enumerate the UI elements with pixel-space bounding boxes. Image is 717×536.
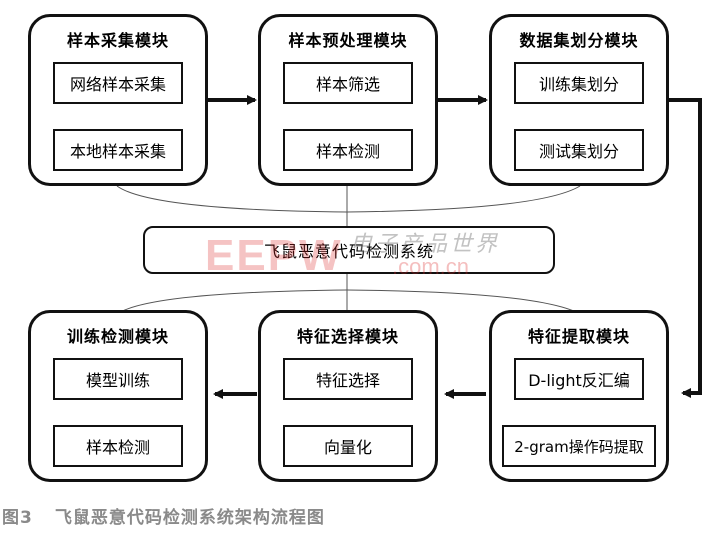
- module-feature-extraction: 特征提取模块 D-light反汇编 2-gram操作码提取: [489, 310, 669, 482]
- module-title: 特征选择模块: [296, 327, 399, 346]
- watermark-url: .com.cn: [392, 254, 470, 279]
- figure-number: 图3: [2, 508, 33, 528]
- figure-title: 飞鼠恶意代码检测系统架构流程图: [54, 508, 325, 528]
- watermark-cn: 电子产品世界: [350, 232, 501, 257]
- module-item: D-light反汇编: [514, 358, 644, 400]
- module-item: 样本检测: [53, 425, 183, 467]
- module-title: 训练检测模块: [66, 327, 169, 346]
- module-item: 向量化: [283, 425, 413, 467]
- arrow-split-to-extract: [669, 98, 702, 398]
- module-item: 训练集划分: [514, 62, 644, 104]
- watermark-logo: EEPW: [205, 231, 343, 280]
- module-title: 样本预处理模块: [288, 31, 408, 50]
- system-box: 飞鼠恶意代码检测系统: [143, 226, 555, 274]
- module-item: 2-gram操作码提取: [502, 425, 656, 467]
- flow-arrows: [207, 95, 702, 399]
- module-item: 模型训练: [53, 358, 183, 400]
- module-item: 样本检测: [283, 129, 413, 171]
- module-item: 网络样本采集: [53, 62, 183, 104]
- module-item: 本地样本采集: [53, 129, 183, 171]
- module-title: 数据集划分模块: [519, 31, 639, 50]
- module-feature-selection: 特征选择模块 特征选择 向量化: [258, 310, 438, 482]
- module-item: 样本筛选: [283, 62, 413, 104]
- module-item: 测试集划分: [514, 129, 644, 171]
- brace-lines: [116, 185, 581, 315]
- figure-caption: 图3 飞鼠恶意代码检测系统架构流程图: [2, 503, 325, 528]
- module-preprocessing: 样本预处理模块 样本筛选 样本检测: [258, 14, 438, 186]
- module-training-detection: 训练检测模块 模型训练 样本检测: [28, 310, 208, 482]
- module-dataset-split: 数据集划分模块 训练集划分 测试集划分: [489, 14, 669, 186]
- module-item: 特征选择: [283, 358, 413, 400]
- module-title: 特征提取模块: [527, 327, 630, 346]
- module-title: 样本采集模块: [66, 31, 169, 50]
- module-sample-collection: 样本采集模块 网络样本采集 本地样本采集: [28, 14, 208, 186]
- system-label: 飞鼠恶意代码检测系统: [263, 242, 434, 261]
